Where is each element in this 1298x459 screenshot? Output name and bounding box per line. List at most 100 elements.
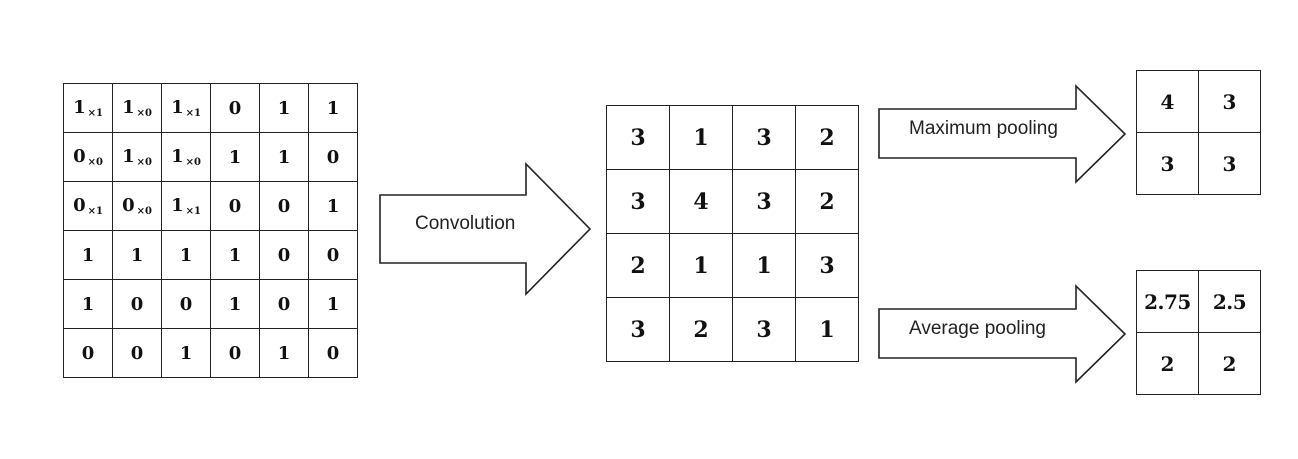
feature-cell: 4 bbox=[669, 169, 733, 234]
cell-value: 0 bbox=[326, 146, 340, 168]
cell-value: 1 bbox=[130, 244, 144, 266]
input-cell: 0×0 bbox=[63, 132, 113, 182]
convolution-label: Convolution bbox=[415, 213, 516, 234]
input-cell: 1 bbox=[210, 230, 260, 280]
cell-value: 0 bbox=[277, 244, 291, 266]
cell-value: 1 bbox=[326, 293, 340, 315]
avg-pooled-cell: 2 bbox=[1198, 332, 1261, 395]
max-pooling-label: Maximum pooling bbox=[909, 118, 1058, 139]
cell-value: 0 bbox=[228, 97, 242, 119]
cell-value: 1 bbox=[179, 244, 193, 266]
cell-value: 0 bbox=[130, 342, 144, 364]
cell-value: 0 bbox=[228, 342, 242, 364]
feature-cell: 3 bbox=[732, 169, 796, 234]
cell-value: 0 bbox=[122, 195, 135, 216]
cell-value: 1 bbox=[171, 97, 184, 118]
feature-cell: 1 bbox=[732, 233, 796, 298]
cell-value: 1 bbox=[228, 146, 242, 168]
input-cell: 0 bbox=[112, 279, 162, 329]
input-cell: 0×1 bbox=[63, 181, 113, 231]
max-pooled-cell: 3 bbox=[1136, 132, 1199, 195]
kernel-weight: ×0 bbox=[136, 108, 152, 119]
cell-value: 0 bbox=[277, 293, 291, 315]
feature-cell: 3 bbox=[732, 297, 796, 362]
convolution-arrow bbox=[379, 162, 592, 296]
input-cell: 0 bbox=[308, 328, 358, 378]
kernel-weight: ×0 bbox=[185, 157, 201, 168]
input-cell: 0 bbox=[210, 181, 260, 231]
avg-pooled-cell: 2 bbox=[1136, 332, 1199, 395]
input-cell: 1 bbox=[308, 181, 358, 231]
feature-cell: 3 bbox=[606, 169, 670, 234]
avg-pooling-label: Average pooling bbox=[909, 318, 1046, 339]
cell-value: 1 bbox=[277, 342, 291, 364]
feature-cell: 2 bbox=[669, 297, 733, 362]
input-cell: 1 bbox=[63, 230, 113, 280]
kernel-weight: ×1 bbox=[87, 108, 103, 119]
input-cell: 1 bbox=[161, 328, 211, 378]
cell-value: 1 bbox=[81, 244, 95, 266]
cell-value: 1 bbox=[228, 244, 242, 266]
cell-value: 1 bbox=[122, 97, 135, 118]
input-cell: 1×1 bbox=[161, 181, 211, 231]
feature-cell: 1 bbox=[669, 233, 733, 298]
cell-value: 1 bbox=[171, 195, 184, 216]
input-cell: 1 bbox=[63, 279, 113, 329]
feature-cell: 3 bbox=[732, 105, 796, 170]
input-cell: 1 bbox=[308, 83, 358, 133]
input-cell: 1 bbox=[308, 279, 358, 329]
input-cell: 1×0 bbox=[112, 132, 162, 182]
input-cell: 1×1 bbox=[63, 83, 113, 133]
cell-value: 1 bbox=[326, 195, 340, 217]
cell-value: 0 bbox=[81, 342, 95, 364]
kernel-weight: ×1 bbox=[185, 108, 201, 119]
input-cell: 0 bbox=[161, 279, 211, 329]
feature-cell: 3 bbox=[795, 233, 859, 298]
input-cell: 1 bbox=[210, 279, 260, 329]
cell-value: 1 bbox=[277, 97, 291, 119]
input-cell: 0 bbox=[259, 230, 309, 280]
input-cell: 0×0 bbox=[112, 181, 162, 231]
kernel-weight: ×0 bbox=[87, 157, 103, 168]
max-pooled-cell: 3 bbox=[1198, 70, 1261, 133]
avg-pooled-cell: 2.75 bbox=[1136, 270, 1199, 333]
input-cell: 1 bbox=[161, 230, 211, 280]
cell-value: 0 bbox=[73, 195, 86, 216]
feature-cell: 3 bbox=[606, 105, 670, 170]
cell-value: 1 bbox=[277, 146, 291, 168]
input-cell: 0 bbox=[259, 181, 309, 231]
cell-value: 1 bbox=[228, 293, 242, 315]
input-cell: 1 bbox=[112, 230, 162, 280]
cell-value: 1 bbox=[326, 97, 340, 119]
avg-pooled-cell: 2.5 bbox=[1198, 270, 1261, 333]
max-pooled-cell: 4 bbox=[1136, 70, 1199, 133]
cell-value: 1 bbox=[122, 146, 135, 167]
feature-cell: 3 bbox=[606, 297, 670, 362]
kernel-weight: ×0 bbox=[136, 206, 152, 217]
input-cell: 0 bbox=[112, 328, 162, 378]
input-cell: 0 bbox=[63, 328, 113, 378]
input-cell: 1×0 bbox=[161, 132, 211, 182]
cell-value: 0 bbox=[130, 293, 144, 315]
input-cell: 1 bbox=[259, 328, 309, 378]
cell-value: 1 bbox=[179, 342, 193, 364]
cell-value: 0 bbox=[277, 195, 291, 217]
cell-value: 1 bbox=[73, 97, 86, 118]
input-cell: 0 bbox=[308, 230, 358, 280]
max-pooling-arrow bbox=[878, 84, 1127, 184]
input-cell: 0 bbox=[259, 279, 309, 329]
input-cell: 0 bbox=[210, 83, 260, 133]
cell-value: 0 bbox=[326, 244, 340, 266]
